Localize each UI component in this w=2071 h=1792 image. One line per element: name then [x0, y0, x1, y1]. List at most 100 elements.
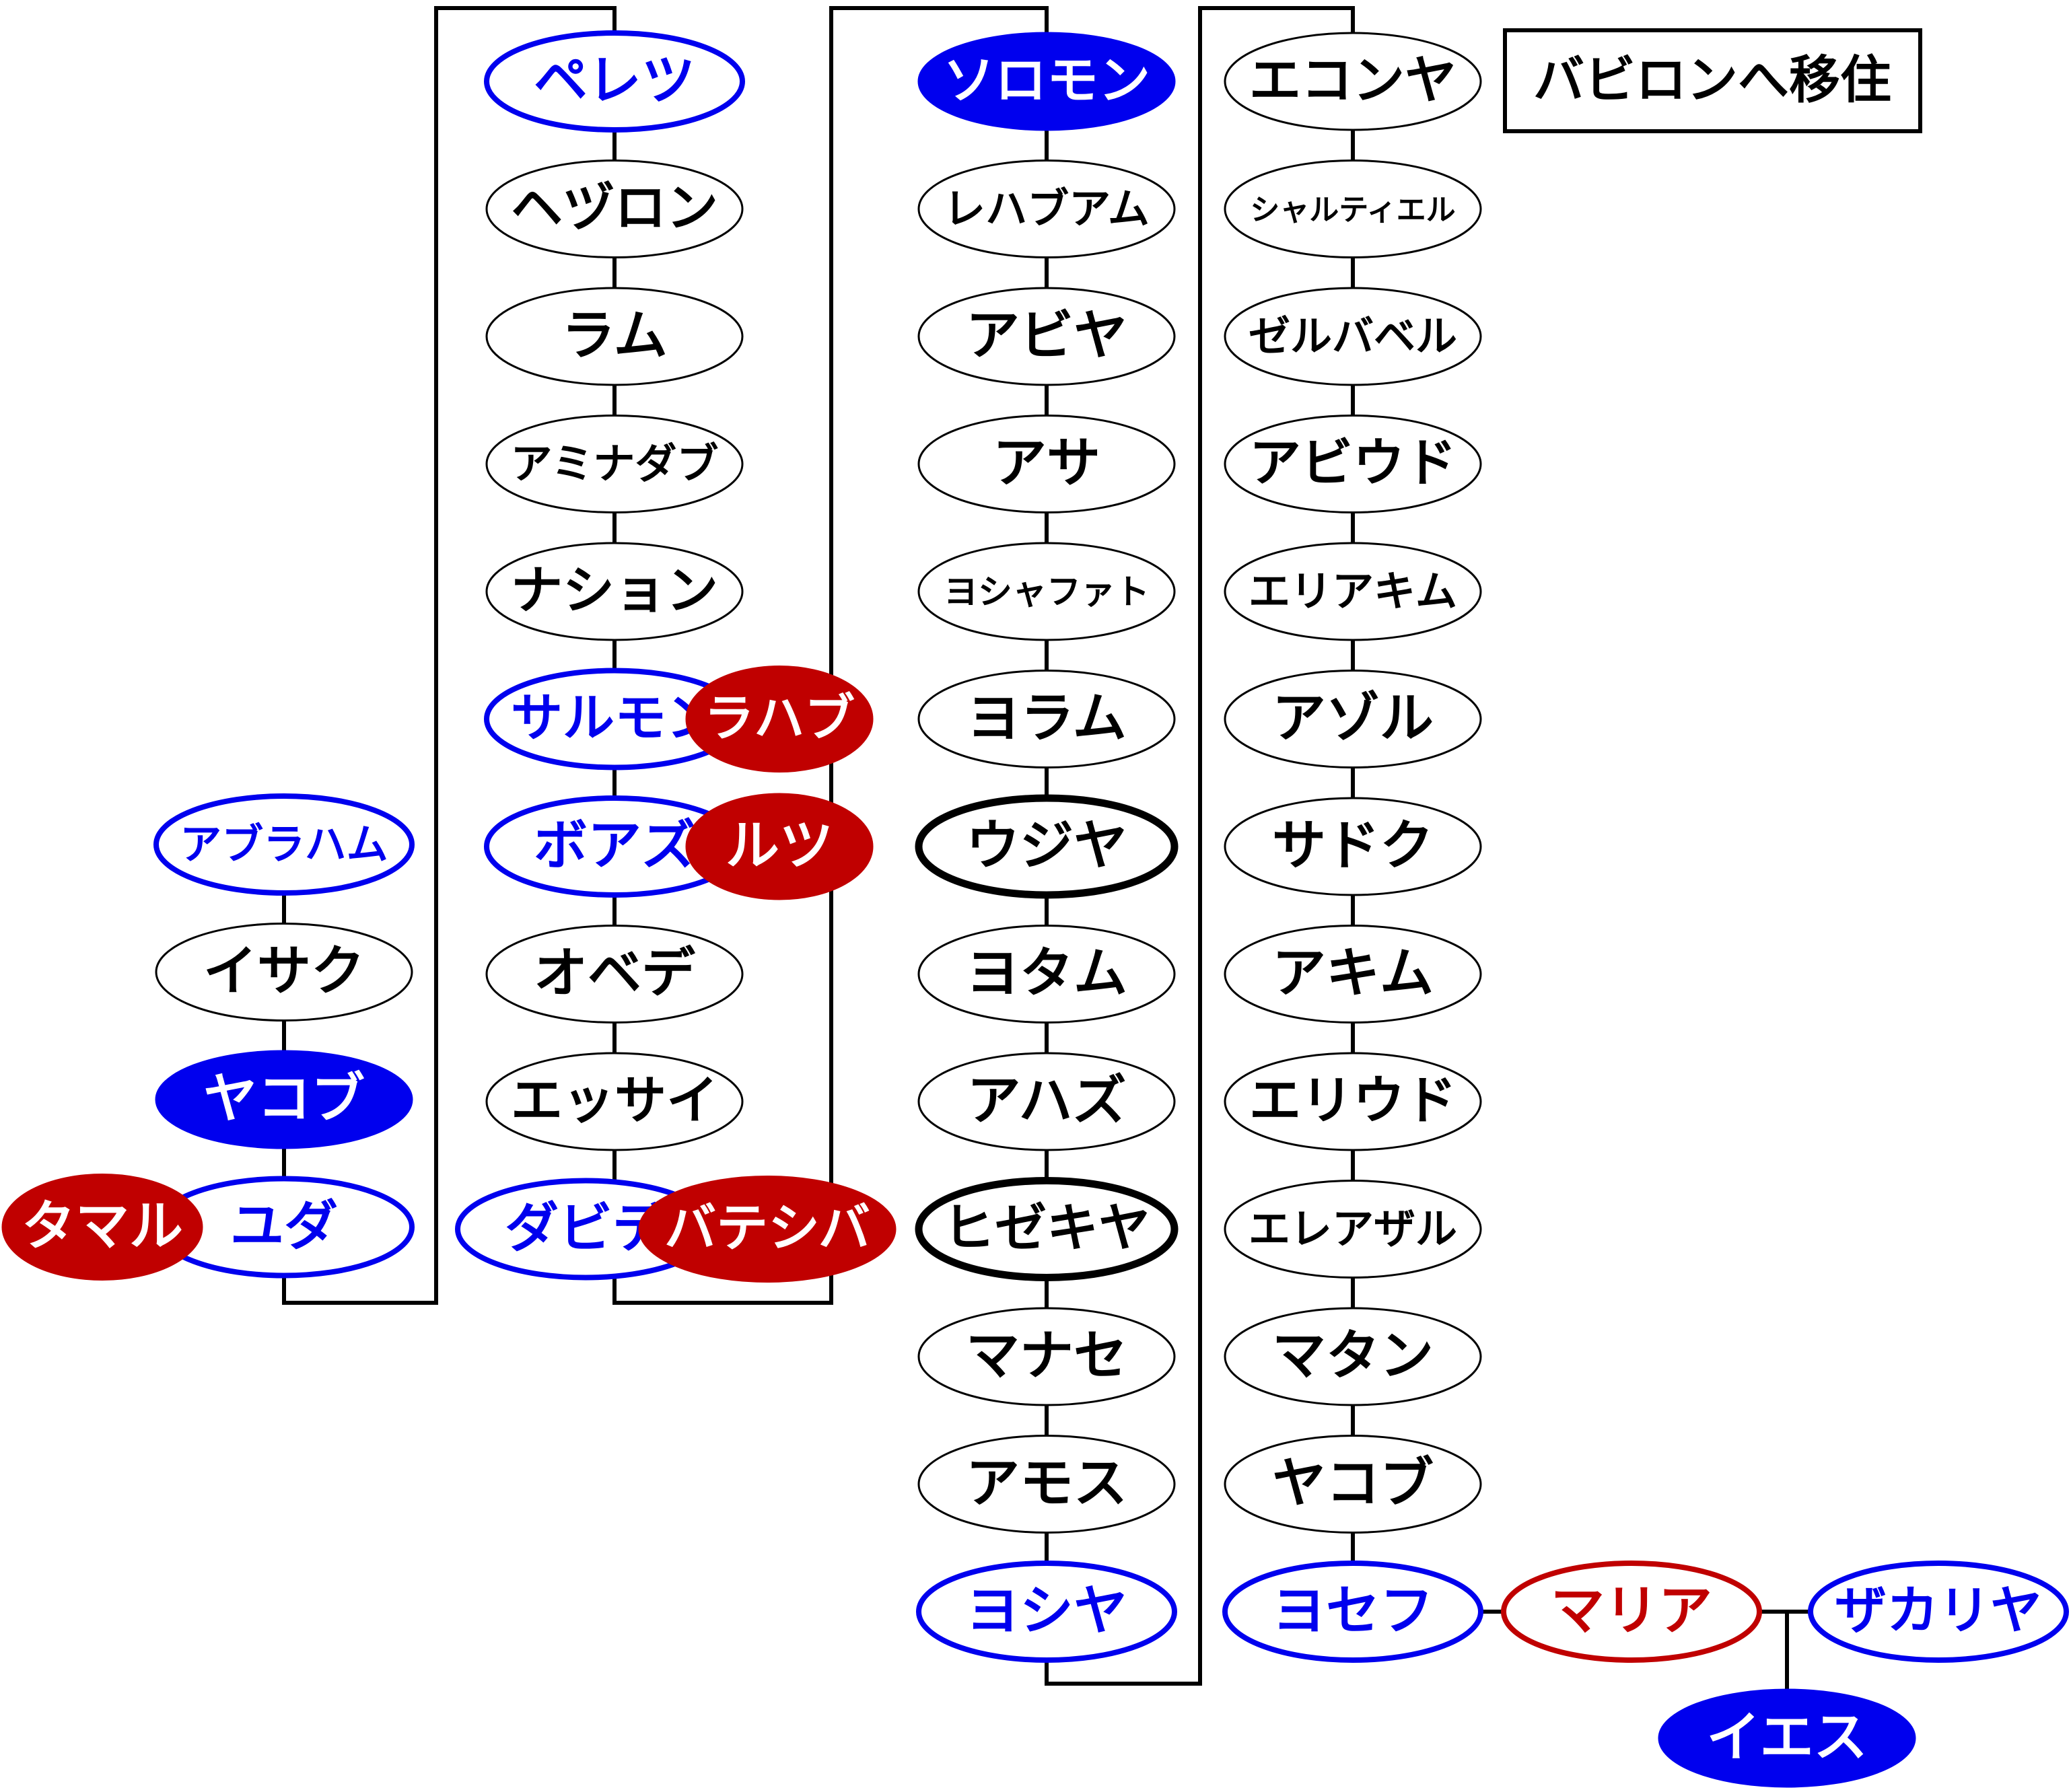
node-label: タマル	[22, 1194, 183, 1257]
node-label: アゾル	[1272, 686, 1434, 749]
node-ellipse	[917, 670, 1176, 768]
jesus-node: イエス	[1658, 1688, 1916, 1788]
person-node-col3-0: ソロモン	[917, 32, 1176, 131]
node-label: ソロモン	[943, 51, 1150, 111]
person-node-col3-2: アビヤ	[917, 287, 1176, 386]
node-label: アミナダブ	[511, 439, 719, 489]
node-label: イサク	[203, 939, 365, 1002]
node-ellipse	[917, 542, 1176, 641]
person-node-col2-0: ペレツ	[484, 30, 745, 133]
node-ellipse	[485, 1052, 744, 1151]
node-ellipse	[917, 287, 1176, 386]
person-node-col4-0: エコンヤ	[1224, 32, 1482, 131]
person-node-col4-11: ヤコブ	[1224, 1435, 1482, 1534]
node-label: ヘヅロン	[511, 178, 718, 238]
person-node-col4-9: エレアザル	[1224, 1180, 1482, 1279]
person-node-col1-1: イサク	[155, 923, 413, 1022]
mary-node: マリア	[1501, 1561, 1762, 1663]
node-ellipse	[1658, 1688, 1916, 1788]
node-label: サドク	[1272, 814, 1434, 877]
node-label: サルモン	[511, 688, 718, 748]
node-label: アブラハム	[180, 820, 388, 869]
node-ellipse	[1224, 797, 1482, 896]
node-ellipse	[917, 32, 1176, 131]
node-label: アビヤ	[966, 304, 1127, 367]
person-node-col4-10: マタン	[1224, 1307, 1482, 1406]
woman-node-3: バテシバ	[638, 1176, 897, 1283]
person-node-col4-3: アビウド	[1224, 415, 1482, 513]
person-node-col3-11: アモス	[917, 1435, 1176, 1534]
person-node-col2-2: ラム	[485, 287, 744, 386]
node-label: アビウド	[1249, 433, 1456, 493]
node-ellipse	[1224, 1052, 1482, 1151]
person-node-col4-7: アキム	[1224, 925, 1482, 1024]
node-ellipse	[153, 793, 415, 896]
person-node-col2-6: ボアズ	[484, 795, 745, 898]
node-label: アキム	[1272, 941, 1434, 1004]
node-label: アサ	[993, 431, 1100, 494]
node-ellipse	[1222, 1561, 1483, 1663]
node-label: ラハブ	[704, 688, 855, 748]
node-label: ルツ	[726, 814, 833, 877]
person-node-col3-10: マナセ	[917, 1307, 1176, 1406]
node-ellipse	[1224, 32, 1482, 131]
node-label: ヤコブ	[1272, 1451, 1434, 1514]
node-ellipse	[1224, 287, 1482, 386]
node-ellipse	[1224, 542, 1482, 641]
person-node-col3-5: ヨラム	[917, 670, 1176, 768]
node-label: レハブアム	[944, 184, 1150, 234]
person-node-col4-6: サドク	[1224, 797, 1482, 896]
person-node-col4-1: シャルティエル	[1224, 159, 1482, 258]
woman-node-2: ルツ	[685, 793, 874, 900]
person-node-col4-8: エリウド	[1224, 1052, 1482, 1151]
person-node-col3-1: レハブアム	[917, 159, 1176, 258]
person-node-col3-12: ヨシヤ	[916, 1561, 1177, 1663]
person-node-col1-3: ユダ	[153, 1176, 415, 1279]
person-node-col3-4: ヨシャファト	[917, 542, 1176, 641]
node-label: ウジヤ	[966, 814, 1127, 877]
node-ellipse	[1501, 1561, 1762, 1663]
node-label: ヨセフ	[1272, 1579, 1434, 1642]
person-node-col3-6: ウジヤ	[915, 794, 1179, 899]
person-node-col2-3: アミナダブ	[485, 415, 744, 513]
node-ellipse	[917, 1052, 1176, 1151]
person-node-col1-0: アブラハム	[153, 793, 415, 896]
node-ellipse	[1808, 1561, 2069, 1663]
person-node-col2-7: オベデ	[485, 925, 744, 1024]
node-ellipse	[1224, 670, 1482, 768]
node-ellipse	[1224, 1180, 1482, 1279]
person-node-col4-12: ヨセフ	[1222, 1561, 1483, 1663]
node-label: マナセ	[966, 1324, 1127, 1387]
node-label: エリアキム	[1249, 567, 1457, 616]
node-label: エコンヤ	[1249, 51, 1456, 111]
node-label: ヨラム	[967, 686, 1127, 749]
connector-col2-col3	[612, 6, 1049, 1305]
person-node-col4-2: ゼルバベル	[1224, 287, 1482, 386]
node-label: アモス	[966, 1451, 1127, 1514]
node-ellipse	[485, 159, 744, 258]
node-ellipse	[155, 1050, 413, 1149]
node-ellipse	[917, 415, 1176, 513]
title-box-label: バビロンへ移住	[1533, 50, 1891, 110]
node-label: ボアズ	[534, 814, 695, 877]
node-ellipse	[915, 794, 1179, 899]
babylon-title-box: バビロンへ移住	[1503, 28, 1922, 133]
person-node-col3-7: ヨタム	[917, 925, 1176, 1024]
person-node-col3-8: アハズ	[917, 1052, 1176, 1151]
title-box-frame	[1503, 28, 1922, 133]
node-ellipse	[685, 666, 874, 773]
zechariah-node: ザカリヤ	[1808, 1561, 2069, 1663]
person-node-col3-3: アサ	[917, 415, 1176, 513]
node-label: イエス	[1706, 1706, 1867, 1768]
node-ellipse	[1224, 415, 1482, 513]
node-ellipse	[917, 925, 1176, 1024]
person-node-col1-2: ヤコブ	[155, 1050, 413, 1149]
node-label: ゼルバベル	[1249, 312, 1457, 361]
person-node-col4-5: アゾル	[1224, 670, 1482, 768]
node-label: ヨシャファト	[944, 573, 1150, 612]
node-ellipse	[485, 925, 744, 1024]
node-ellipse	[917, 159, 1176, 258]
node-ellipse	[485, 415, 744, 513]
node-label: ヒゼキヤ	[943, 1198, 1150, 1258]
connector-col3-col4	[1045, 6, 1355, 1686]
